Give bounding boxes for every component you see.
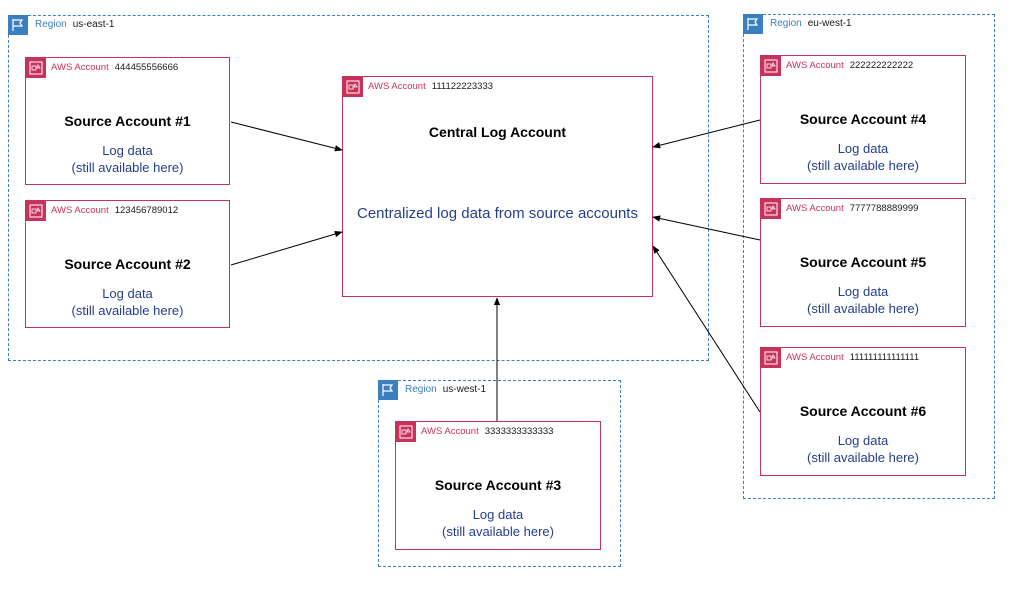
account-data: Log data(still available here)	[807, 433, 919, 465]
account-title: Source Account #2	[64, 256, 191, 272]
account-title: Source Account #5	[799, 254, 927, 270]
account-number: 111111111111111	[849, 352, 920, 363]
account-data: Log data(still available here)	[807, 141, 919, 173]
flag-icon	[378, 380, 398, 400]
aws-account-icon	[26, 201, 46, 221]
account-data: Log data(still available here)	[71, 286, 184, 318]
account-number: 222222222222	[849, 60, 914, 71]
account-title: Source Account #1	[64, 113, 191, 129]
account-data: Log data(still available here)	[442, 507, 554, 539]
account-title: Central Log Account	[428, 124, 567, 140]
aws-account-icon	[396, 422, 416, 442]
account-number: 123456789012	[114, 205, 179, 216]
account-title: Source Account #3	[434, 477, 562, 493]
account-data: Centralized log data from source account…	[357, 205, 638, 222]
aws-account-icon	[761, 199, 781, 219]
account-number: 444455556666	[114, 62, 179, 73]
account-number: 3333333333333	[484, 426, 554, 437]
arrow-s6-to-central	[652, 245, 761, 413]
flag-icon	[8, 15, 28, 35]
account-title: Source Account #4	[799, 111, 927, 127]
account-title: Source Account #6	[799, 403, 927, 419]
aws-account-icon	[761, 348, 781, 368]
arrow-s1-to-central	[230, 121, 343, 152]
arrow-s5-to-central	[652, 215, 761, 241]
arrow-s2-to-central	[230, 230, 343, 266]
flag-icon	[743, 14, 763, 34]
aws-account-icon	[343, 77, 363, 97]
account-number: 111122223333	[431, 81, 494, 92]
aws-account-icon	[761, 56, 781, 76]
region-name: us-east-1	[72, 19, 115, 30]
account-number: 7777788889999	[849, 203, 919, 214]
region-name: eu-west-1	[807, 18, 852, 29]
region-name: us-west-1	[442, 384, 487, 395]
account-data: Log data(still available here)	[807, 284, 919, 316]
arrow-s4-to-central	[652, 119, 761, 149]
account-data: Log data(still available here)	[71, 143, 184, 175]
aws-account-icon	[26, 58, 46, 78]
